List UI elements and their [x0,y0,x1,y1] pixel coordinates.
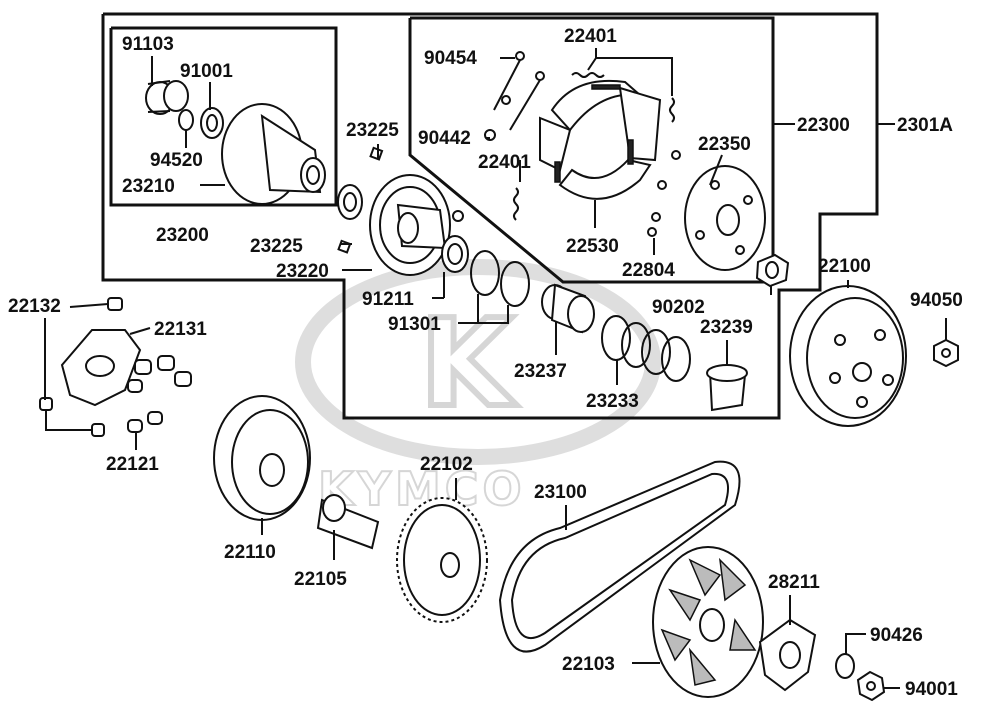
ramp-plate-22131 [60,329,142,407]
label-22132: 22132 [8,296,61,317]
clutch-plate-22350 [657,150,766,271]
label-90202: 90202 [652,297,705,318]
pin-23225-lower [337,239,352,254]
label-22300: 22300 [797,115,850,136]
label-91301: 91301 [388,314,441,335]
label-23225-upper: 23225 [346,120,399,141]
movable-driven-face-23220 [369,174,464,276]
washer-22804 [647,212,661,237]
label-94001: 94001 [905,679,958,700]
driven-face-23210 [221,103,326,205]
drive-face-22102 [396,497,488,623]
watermark-letter: K [420,295,517,434]
o-ring-91301-a [470,250,500,296]
spring-23233 [601,315,691,382]
cooling-fan-22103 [652,546,764,698]
clutch-outer-22100 [789,285,907,427]
label-22110: 22110 [224,542,276,563]
clutch-shoes-22530 [539,79,662,200]
starter-ratchet-28211 [758,618,817,692]
oil-seal-91211 [441,235,469,273]
nut-90202 [755,253,790,288]
watermark-oval [295,259,661,465]
label-90426: 90426 [870,625,923,646]
label-22102: 22102 [420,454,473,475]
label-22100: 22100 [818,256,871,277]
label-22530: 22530 [566,236,619,257]
label-2301A: 2301A [897,115,953,136]
inner-frame-22300 [408,16,775,284]
label-22131: 22131 [154,319,207,340]
label-22105: 22105 [294,569,347,590]
label-22103: 22103 [562,654,615,675]
label-28211: 28211 [768,572,820,593]
label-90454: 90454 [424,48,477,69]
label-94520: 94520 [150,150,203,171]
parts [39,51,959,702]
oil-seal [337,184,363,220]
clutch-spring-right [669,97,675,123]
washer-90426 [835,653,855,679]
part-labels: 91103 91001 94520 23210 23200 23225 2322… [8,26,963,700]
o-ring-91301-b [500,261,530,307]
label-91103: 91103 [122,34,174,55]
bushing-22105 [316,494,380,550]
outer-frame [101,12,879,420]
label-23225-lower: 23225 [250,236,303,257]
label-91211: 91211 [362,289,414,310]
circlip-94520 [178,109,194,131]
seat-23239 [706,364,748,412]
group-frames [101,12,895,420]
label-22804: 22804 [622,260,675,281]
pins-90454 [493,51,545,131]
drive-belt-23100 [498,460,741,653]
collar-23237 [541,283,595,334]
label-90442: 90442 [418,128,471,149]
label-23237: 23237 [514,361,567,382]
label-94050: 94050 [910,290,963,311]
needle-bearing-91103 [145,80,189,115]
clutch-spring-22401-upper [571,72,605,78]
label-22121: 22121 [106,454,159,475]
pin-23225-upper [369,146,384,161]
label-23233: 23233 [586,391,639,412]
label-23210: 23210 [122,176,175,197]
label-22350: 22350 [698,134,751,155]
nut-94001 [856,670,886,702]
inner-frame-23200 [109,26,338,207]
label-23200: 23200 [156,225,209,246]
label-22401-lower: 22401 [478,152,531,173]
ball-bearing-91001 [200,107,224,139]
weight-rollers-22121 [127,355,192,433]
label-23100: 23100 [534,482,587,503]
label-23220: 23220 [276,261,329,282]
clutch-spring-22401-lower [513,187,519,221]
nut-94050 [933,338,959,368]
movable-drive-face-22110 [213,395,311,521]
label-22401-upper: 22401 [564,26,617,47]
label-23239: 23239 [700,317,753,338]
leader-lines [44,48,947,689]
label-91001: 91001 [180,61,233,82]
